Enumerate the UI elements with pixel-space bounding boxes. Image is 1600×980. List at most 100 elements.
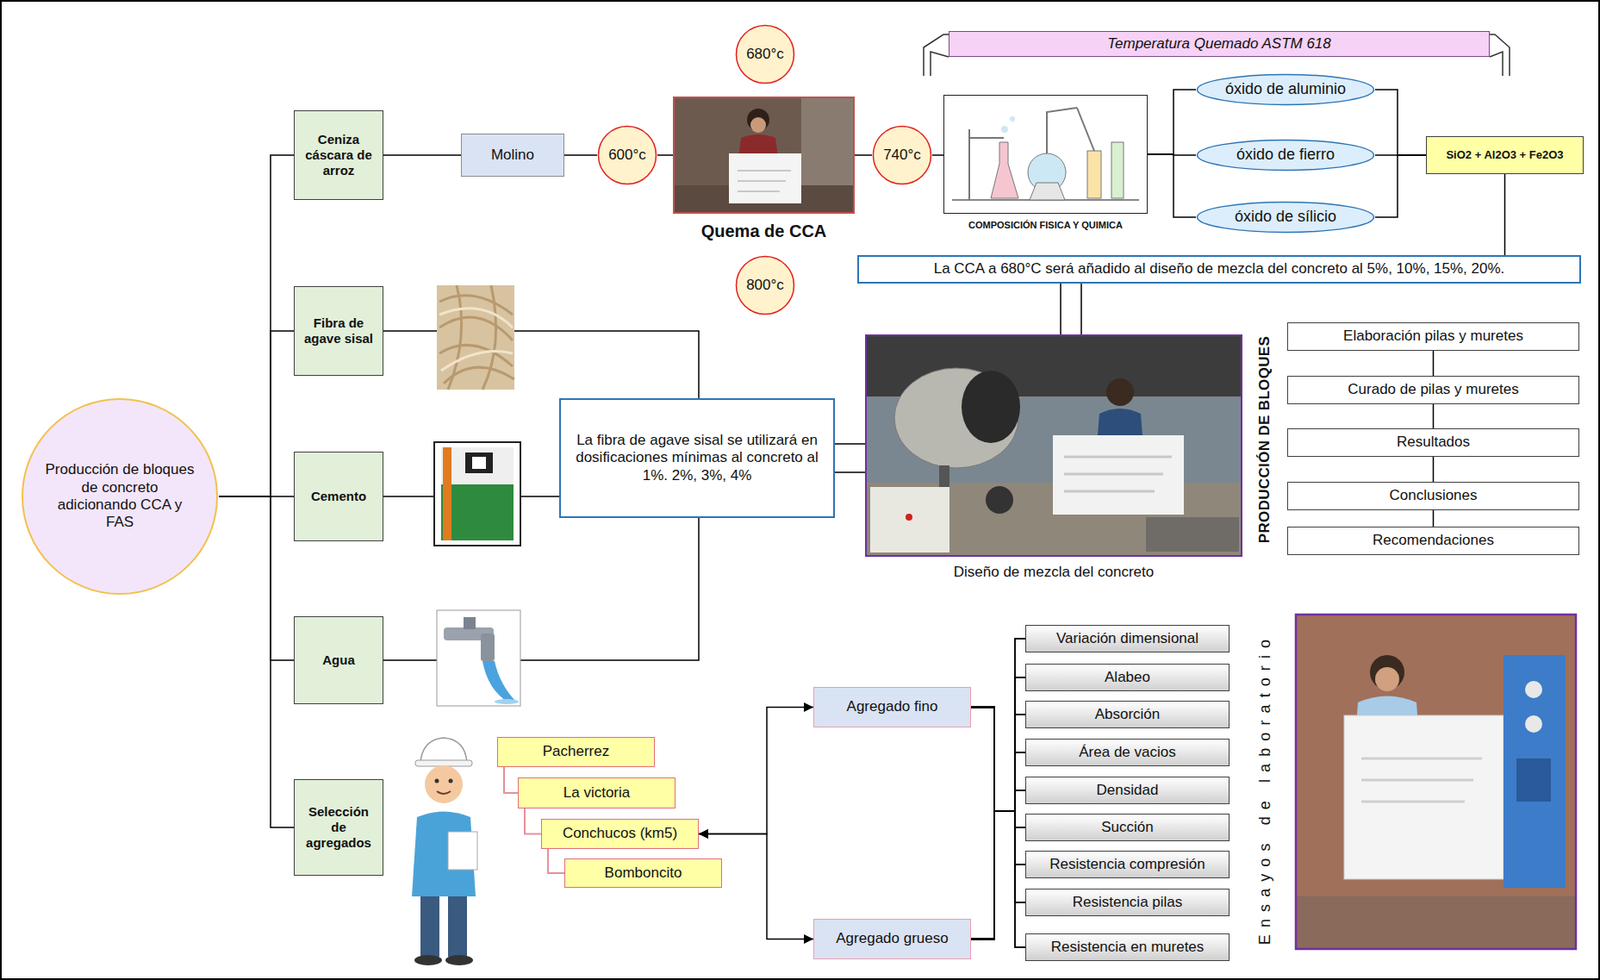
node-text: SiO2 + Al2O3 + Fe2O3 xyxy=(1432,148,1577,162)
quarry-link xyxy=(524,808,542,835)
text-block: Bomboncito xyxy=(571,864,716,882)
temperature-circle-shape xyxy=(598,126,657,185)
connector-line xyxy=(383,517,699,660)
input-box: Cemento xyxy=(293,451,384,542)
note-box: La CCA a 680°C será añadido al diseño de… xyxy=(857,255,1582,284)
engineer-cartoon-part xyxy=(414,954,443,965)
connector xyxy=(564,155,598,156)
lab-photo-part xyxy=(1503,654,1566,888)
connector xyxy=(383,155,461,156)
engineer-cartoon-part xyxy=(420,737,467,763)
text-block: Selección de agregados xyxy=(299,803,378,851)
text-block: Agua xyxy=(299,652,378,668)
connector-line xyxy=(971,752,1026,940)
text-block: La fibra de agave sisal se utilizará en … xyxy=(569,431,825,485)
node-text: Diseño de mezcla del concreto xyxy=(953,563,1154,581)
cement-bag-image-part xyxy=(434,442,521,546)
test-box: Resistencia compresión xyxy=(1025,850,1230,878)
photo-frame: Diseño de mezcla del concreto xyxy=(865,334,1243,557)
sisal-fiber-photo xyxy=(436,285,515,390)
connector xyxy=(1147,154,1196,218)
connector-line xyxy=(218,496,294,660)
engineer-cartoon-part xyxy=(448,831,478,870)
aggregate-box: Agregado grueso xyxy=(813,918,972,959)
connector xyxy=(1432,404,1434,429)
text-block: Temperatura Quemado ASTM 618 xyxy=(957,35,1482,53)
text-block: Producción de bloques de concreto adicio… xyxy=(44,460,195,532)
node-text: Variación dimensional xyxy=(1033,629,1221,648)
node-text: La victoria xyxy=(524,784,669,802)
connector-line xyxy=(971,677,1026,940)
text-block: Molino xyxy=(467,146,558,164)
connector-line xyxy=(971,638,1026,940)
engineer-cartoon-part xyxy=(448,896,467,957)
connector-line xyxy=(971,714,1026,940)
step-box: Resultados xyxy=(1287,428,1580,457)
connector-line xyxy=(1080,283,1083,335)
node-text: Pacherrez xyxy=(504,742,648,760)
node-text: Cemento xyxy=(299,488,378,505)
text-block: óxido de fierro xyxy=(1211,145,1360,165)
temperature-circle-shape xyxy=(736,256,795,315)
step-box: Elaboración pilas y muretes xyxy=(1287,322,1580,351)
text-block: Resistencia compresión xyxy=(1033,855,1221,873)
lab-equipment-drawing-part xyxy=(1001,125,1009,133)
connector-line xyxy=(1147,154,1196,218)
connector xyxy=(1432,350,1434,376)
test-box: Variación dimensional xyxy=(1025,624,1230,653)
connector-line xyxy=(971,810,1026,940)
node-text: Agua xyxy=(299,652,378,668)
cement-bag-image-part xyxy=(442,447,452,541)
node-text: Succión xyxy=(1033,818,1221,836)
test-box: Absorción xyxy=(1025,700,1230,729)
connector-line xyxy=(564,154,598,156)
engineer-cartoon-part xyxy=(448,778,454,784)
quarry-box: Pacherrez xyxy=(497,736,655,767)
lab-equipment-drawing-part xyxy=(1029,182,1065,200)
sisal-fiber-photo-part xyxy=(436,285,515,390)
lab-equipment-drawing-part xyxy=(990,142,1019,199)
connector xyxy=(971,707,1026,866)
burning-photo-part xyxy=(737,170,791,192)
connector-line xyxy=(834,442,866,445)
connector-line xyxy=(854,154,872,156)
connector xyxy=(657,155,673,156)
connector xyxy=(383,330,699,399)
node-text: Fibra de agave sisal xyxy=(299,315,378,347)
connector xyxy=(971,752,1026,940)
cement-bag-image-part xyxy=(441,447,514,541)
lab-equipment-drawing-part xyxy=(1046,107,1078,154)
text-block: Fibra de agave sisal xyxy=(299,315,378,347)
lab-equipment-drawing-part xyxy=(943,94,1148,214)
text-block: Densidad xyxy=(1033,781,1221,799)
node-text: Conclusiones xyxy=(1295,486,1571,505)
node-text: Bomboncito xyxy=(571,864,716,882)
test-box: Succión xyxy=(1025,813,1230,841)
connector-line xyxy=(383,154,461,156)
mixer-photo-part xyxy=(1052,435,1184,515)
connector-line xyxy=(971,707,1026,812)
mixer-photo xyxy=(865,334,1243,557)
mixer-photo-part xyxy=(1064,456,1172,492)
connector xyxy=(1060,283,1082,335)
water-tap-image-part xyxy=(482,660,517,703)
connector-line xyxy=(971,707,1026,903)
connector-line xyxy=(834,471,866,474)
lab-equipment-drawing-part xyxy=(1087,150,1102,199)
connector-line xyxy=(971,638,1026,811)
connector-line xyxy=(657,154,673,156)
node-text: Absorción xyxy=(1033,705,1221,723)
oxide-ellipse-shape xyxy=(1197,202,1375,233)
node-text: Densidad xyxy=(1033,781,1221,799)
text-block: La victoria xyxy=(524,784,669,802)
connector-line xyxy=(524,808,542,835)
connector xyxy=(932,155,944,156)
node-text: Alabeo xyxy=(1033,668,1221,686)
text-block: Ceniza cáscara de arroz xyxy=(299,131,378,179)
text-block: Resultados xyxy=(1295,433,1571,451)
connector xyxy=(971,810,1026,947)
node-text: Temperatura Quemado ASTM 618 xyxy=(957,35,1482,53)
connector xyxy=(971,677,1026,940)
